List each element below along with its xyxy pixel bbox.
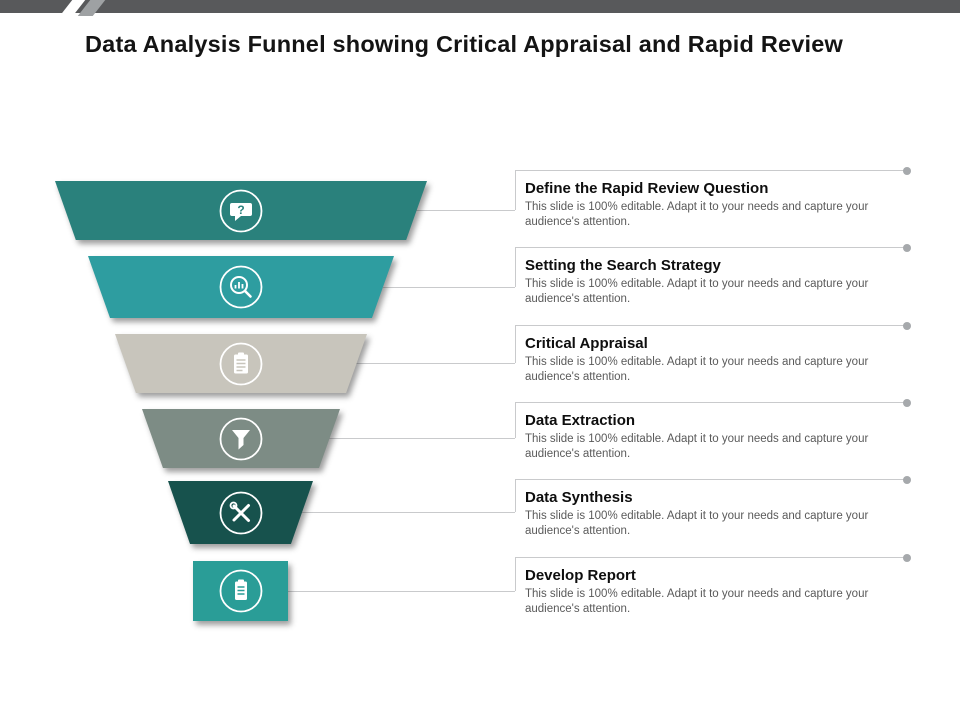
bullet-dot	[903, 243, 911, 252]
checklist-icon	[219, 342, 263, 385]
step-title: Data Synthesis	[525, 489, 633, 506]
svg-text:?: ?	[237, 202, 244, 216]
step-item: Setting the Search Strategy This slide i…	[515, 243, 911, 306]
connector-line	[515, 247, 516, 287]
connector-line	[515, 325, 516, 363]
step-description: This slide is 100% editable. Adapt it to…	[525, 588, 869, 615]
bullet-dot	[903, 398, 911, 407]
top-accent-bar	[0, 0, 960, 16]
step-description: This slide is 100% editable. Adapt it to…	[525, 433, 869, 460]
search-chart-icon	[219, 265, 263, 309]
step-description: This slide is 100% editable. Adapt it to…	[525, 278, 869, 305]
funnel-icon	[219, 417, 263, 460]
step-item: Develop Report This slide is 100% editab…	[515, 553, 911, 616]
funnel-segment-define-question: ?	[55, 181, 427, 240]
step-title: Define the Rapid Review Question	[525, 180, 769, 197]
tools-icon	[219, 491, 262, 534]
connector-line	[302, 512, 515, 513]
step-title: Critical Appraisal	[525, 335, 648, 352]
clipboard-icon	[219, 569, 262, 613]
connector-line	[288, 591, 515, 592]
bullet-dot	[903, 166, 911, 175]
connector-line	[416, 210, 515, 211]
bullet-dot	[903, 553, 911, 562]
step-description: This slide is 100% editable. Adapt it to…	[525, 201, 869, 228]
connector-line	[515, 557, 516, 591]
funnel-segment-data-extraction	[142, 409, 340, 468]
connector-line	[515, 479, 516, 512]
bullet-dot	[903, 475, 911, 484]
connector-line	[329, 438, 515, 439]
step-description: This slide is 100% editable. Adapt it to…	[525, 356, 869, 383]
connector-line	[515, 170, 516, 210]
connector-line	[515, 402, 516, 438]
funnel-segment-develop-report	[193, 561, 288, 621]
bullet-dot	[903, 321, 911, 330]
step-item: Data Extraction This slide is 100% edita…	[515, 398, 911, 461]
connector-line	[383, 287, 515, 288]
step-item: Define the Rapid Review Question This sl…	[515, 166, 911, 229]
funnel-segment-data-synthesis	[168, 481, 313, 544]
page-title: Data Analysis Funnel showing Critical Ap…	[85, 31, 844, 57]
step-title: Data Extraction	[525, 412, 636, 429]
funnel-segment-critical-appraisal	[115, 334, 367, 393]
step-title: Develop Report	[525, 567, 636, 584]
step-item: Critical Appraisal This slide is 100% ed…	[515, 321, 911, 384]
speech-question-icon: ?	[219, 189, 263, 232]
step-title: Setting the Search Strategy	[525, 257, 721, 274]
step-description: This slide is 100% editable. Adapt it to…	[525, 510, 869, 537]
step-item: Data Synthesis This slide is 100% editab…	[515, 475, 911, 538]
connector-line	[356, 363, 515, 364]
funnel-segment-search-strategy	[88, 256, 394, 318]
